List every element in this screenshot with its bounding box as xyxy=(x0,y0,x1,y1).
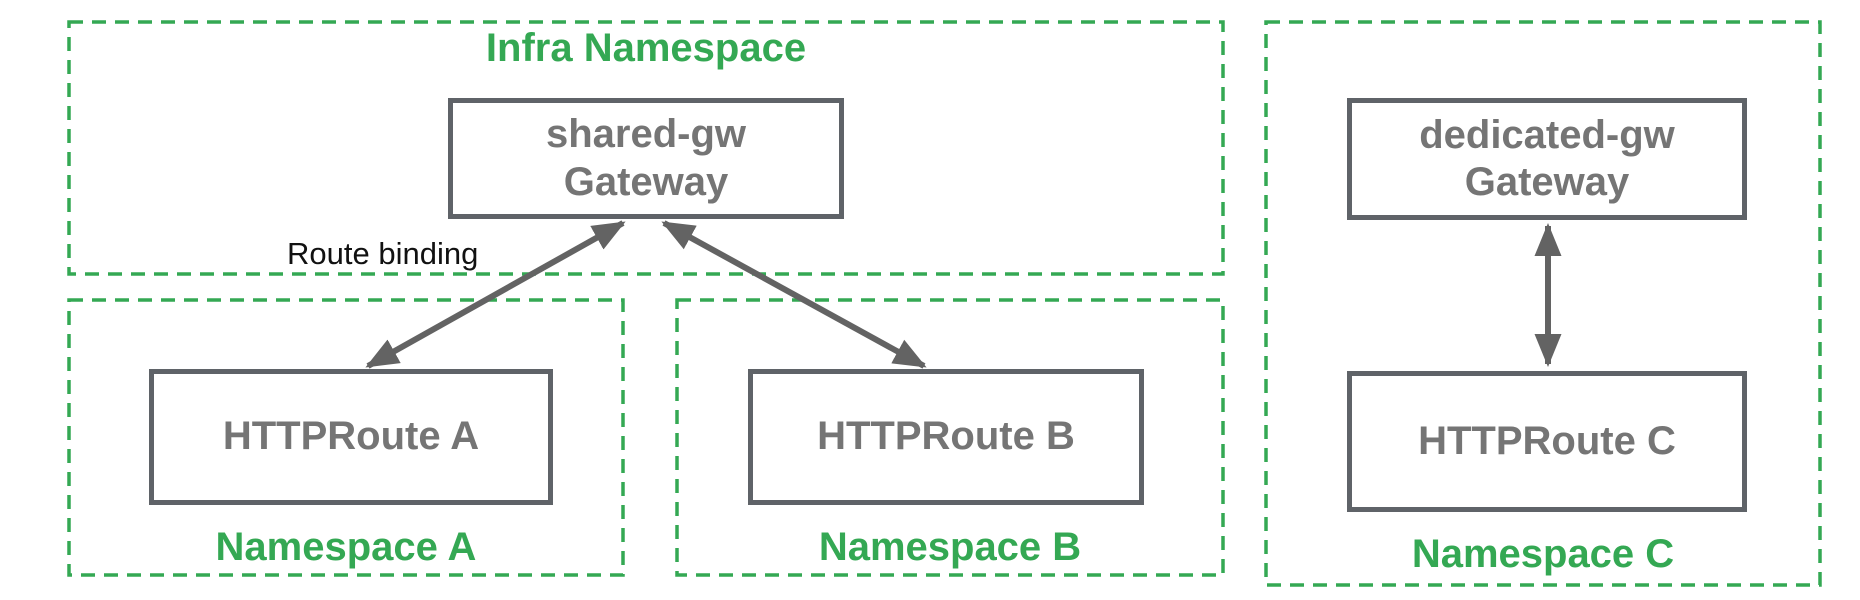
shared-gw-gateway-node: shared-gw Gateway xyxy=(448,98,844,219)
dedicated-gw-gateway-kind: Gateway xyxy=(1464,160,1630,204)
namespace-b-label: Namespace B xyxy=(818,525,1082,569)
route-binding-annotation: Route binding xyxy=(287,236,479,271)
httproute-a-node: HTTPRoute A xyxy=(149,369,553,505)
dedicated-gw-gateway-node: dedicated-gw Gateway xyxy=(1347,98,1747,220)
shared-gw-gateway-kind: Gateway xyxy=(563,159,729,204)
httproute-b-node: HTTPRoute B xyxy=(748,369,1144,505)
route-binding-arrow-b xyxy=(661,220,927,369)
httproute-a-label: HTTPRoute A xyxy=(222,414,480,459)
namespace-a-border xyxy=(67,298,625,577)
httproute-b-label: HTTPRoute B xyxy=(817,414,1075,459)
dedicated-gw-gateway-name: dedicated-gw xyxy=(1419,112,1675,157)
infra-namespace-label: Infra Namespace xyxy=(485,26,807,70)
namespace-c-border xyxy=(1264,20,1822,587)
namespace-a-label: Namespace A xyxy=(215,525,477,569)
httproute-c-node: HTTPRoute C xyxy=(1347,371,1747,512)
route-binding-arrow-a xyxy=(365,220,626,369)
shared-gw-gateway-name: shared-gw xyxy=(545,112,747,157)
infra-namespace-border xyxy=(67,20,1225,276)
httproute-c-label: HTTPRoute C xyxy=(1418,418,1676,463)
namespace-b-border xyxy=(675,298,1225,577)
namespace-c-label: Namespace C xyxy=(1411,532,1675,576)
